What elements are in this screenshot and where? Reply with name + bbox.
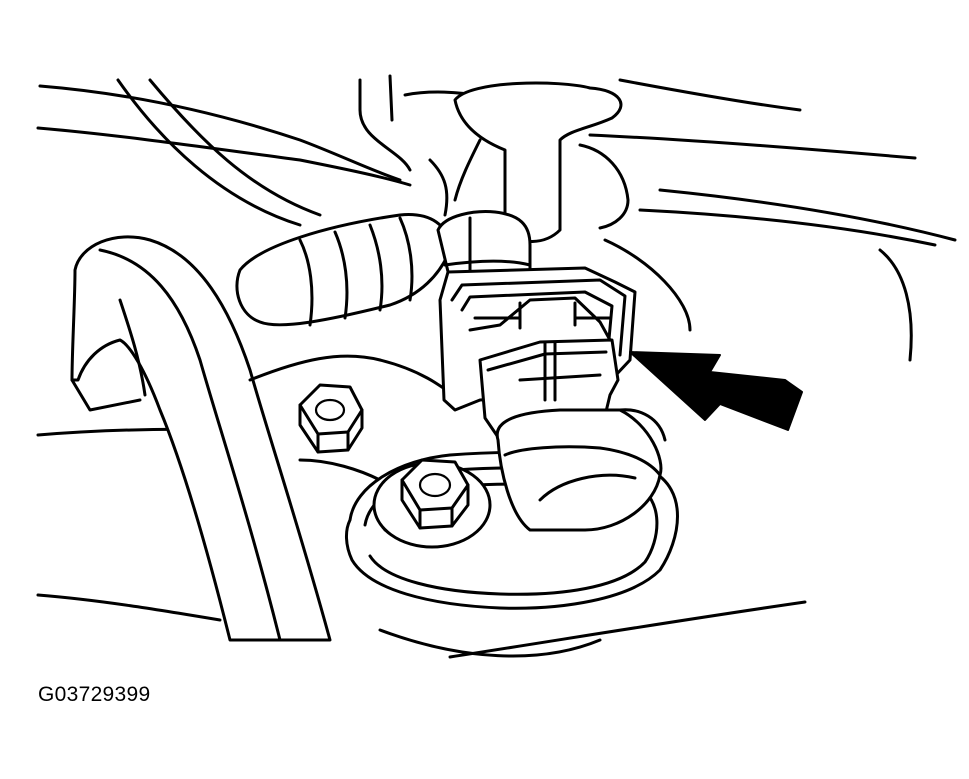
arrow-pointer	[629, 351, 803, 431]
hex-bolt-upper	[298, 383, 364, 454]
background-body-lines	[36, 78, 957, 659]
wiring-harness	[235, 213, 452, 327]
upper-hose	[358, 74, 630, 243]
hex-bolt-lower	[372, 458, 492, 549]
mount-bracket	[70, 235, 332, 642]
figure-id-label: G03729399	[38, 683, 151, 706]
sensor-connector-plug	[478, 338, 667, 532]
